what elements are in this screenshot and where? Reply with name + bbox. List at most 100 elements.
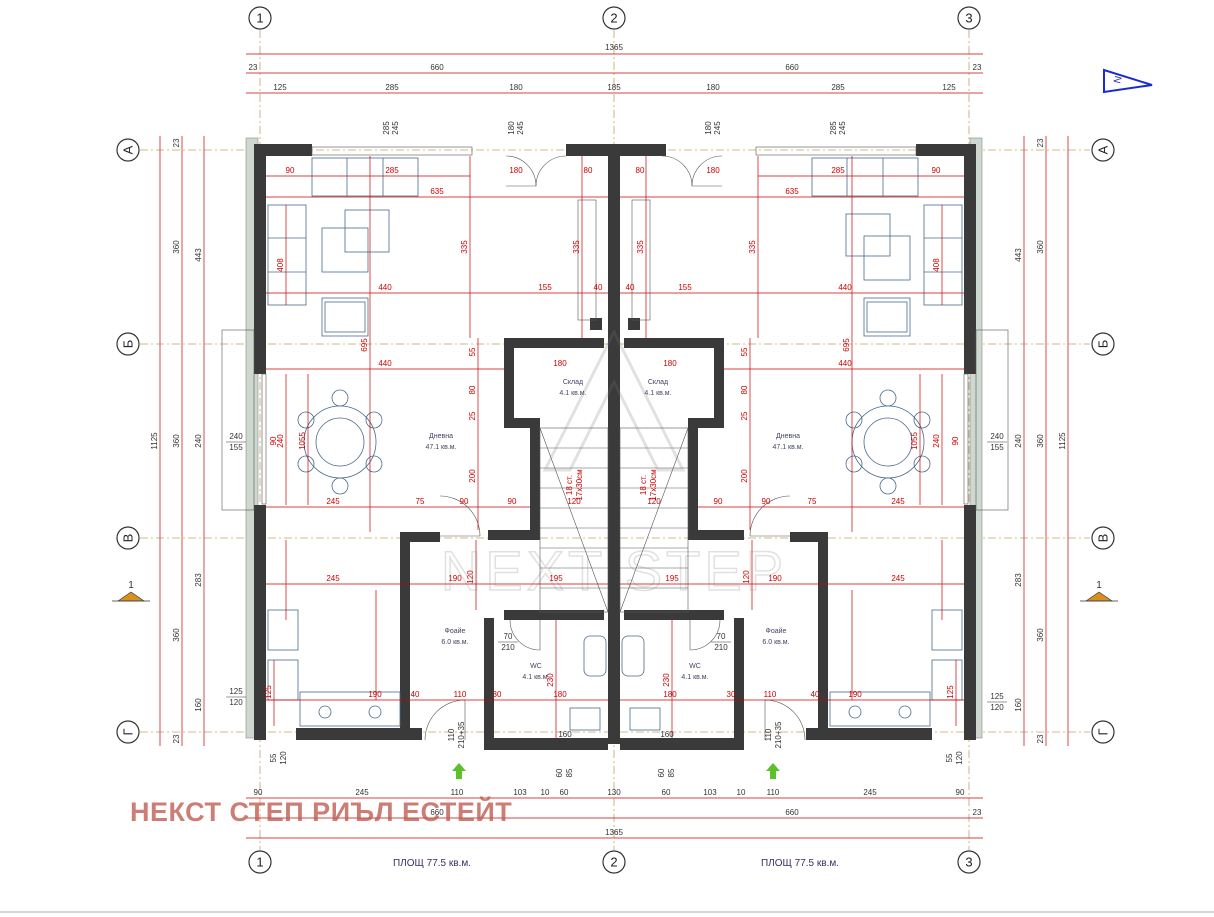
svg-text:110: 110 xyxy=(451,788,464,797)
svg-text:90: 90 xyxy=(460,497,469,506)
svg-text:190: 190 xyxy=(768,574,782,583)
svg-text:2: 2 xyxy=(610,855,617,870)
svg-text:160: 160 xyxy=(194,698,203,712)
svg-text:23: 23 xyxy=(1036,138,1045,147)
svg-text:85: 85 xyxy=(667,768,676,777)
svg-text:90: 90 xyxy=(286,166,295,175)
room-label-living-left: Дневна 47.1 кв.м. xyxy=(425,433,456,451)
svg-text:240: 240 xyxy=(229,432,243,441)
axis-bubble-col-2-top: 2 xyxy=(602,6,626,30)
svg-text:30: 30 xyxy=(493,690,502,699)
svg-text:Фоайе: Фоайе xyxy=(445,627,466,635)
svg-text:103: 103 xyxy=(703,788,717,797)
svg-text:N: N xyxy=(1112,75,1124,85)
svg-text:30: 30 xyxy=(727,690,736,699)
svg-text:120: 120 xyxy=(279,751,288,765)
svg-text:55: 55 xyxy=(468,347,477,356)
svg-text:335: 335 xyxy=(572,240,581,254)
svg-text:443: 443 xyxy=(194,248,203,262)
svg-text:335: 335 xyxy=(460,240,469,254)
svg-text:Склад: Склад xyxy=(563,379,583,386)
svg-text:160: 160 xyxy=(558,730,572,739)
svg-text:120: 120 xyxy=(990,703,1004,712)
svg-text:В: В xyxy=(1096,534,1111,543)
svg-text:23: 23 xyxy=(172,138,181,147)
entrance-arrow-right-icon xyxy=(766,763,780,779)
svg-text:23: 23 xyxy=(1036,734,1045,743)
svg-text:47.1 кв.м.: 47.1 кв.м. xyxy=(772,444,803,451)
svg-text:180: 180 xyxy=(509,83,523,92)
svg-text:440: 440 xyxy=(378,283,392,292)
svg-text:180: 180 xyxy=(507,121,516,135)
svg-text:155: 155 xyxy=(538,283,552,292)
svg-text:40: 40 xyxy=(811,690,820,699)
room-label-wc-left: WC 4.1 кв.м. xyxy=(522,663,549,681)
svg-text:3: 3 xyxy=(965,855,972,870)
svg-text:90: 90 xyxy=(956,788,965,797)
svg-text:NEXT STEP: NEXT STEP xyxy=(441,539,787,602)
svg-text:120: 120 xyxy=(742,570,751,584)
svg-text:1: 1 xyxy=(128,580,134,591)
svg-text:285: 285 xyxy=(831,83,845,92)
svg-text:80: 80 xyxy=(584,166,593,175)
svg-text:408: 408 xyxy=(932,258,941,272)
svg-text:1: 1 xyxy=(256,855,263,870)
axis-bubble-row-b-left: Б xyxy=(116,332,140,356)
svg-text:2: 2 xyxy=(610,11,617,26)
svg-text:245: 245 xyxy=(355,788,369,797)
svg-text:285: 285 xyxy=(385,166,399,175)
svg-text:245: 245 xyxy=(713,121,722,135)
svg-text:40: 40 xyxy=(626,283,635,292)
svg-text:1365: 1365 xyxy=(605,43,623,52)
svg-text:120: 120 xyxy=(955,751,964,765)
svg-text:60: 60 xyxy=(560,788,569,797)
svg-text:55: 55 xyxy=(945,753,954,762)
svg-text:440: 440 xyxy=(838,359,852,368)
svg-text:443: 443 xyxy=(1014,248,1023,262)
svg-text:210: 210 xyxy=(714,643,728,652)
axis-bubble-row-g-left: Г xyxy=(116,720,140,744)
axis-bubble-col-3-top: 3 xyxy=(957,6,981,30)
svg-text:660: 660 xyxy=(785,63,799,72)
walls xyxy=(245,137,983,750)
window-frames xyxy=(221,146,1009,511)
svg-text:WC: WC xyxy=(530,663,542,670)
svg-text:6.0 кв.м.: 6.0 кв.м. xyxy=(441,639,468,646)
area-label-left: ПЛОЩ 77.5 кв.м. xyxy=(393,858,471,869)
north-arrow-icon: N xyxy=(1103,68,1153,94)
area-label-right: ПЛОЩ 77.5 кв.м. xyxy=(761,858,839,869)
svg-text:23: 23 xyxy=(973,63,982,72)
svg-text:3: 3 xyxy=(965,11,972,26)
entrance-arrow-left-icon xyxy=(452,763,466,779)
svg-text:245: 245 xyxy=(838,121,847,135)
dimension-left: 1125 23 360 360 360 23 443 240 283 160 xyxy=(150,136,205,746)
svg-text:80: 80 xyxy=(636,166,645,175)
dimension-top: 1365 23 660 660 23 125 285 180 185 180 2… xyxy=(246,43,983,94)
svg-text:25: 25 xyxy=(740,411,749,420)
svg-text:Фоайе: Фоайе xyxy=(766,627,787,635)
wc-fixtures xyxy=(569,635,661,731)
axis-bubble-col-1-top: 1 xyxy=(248,6,272,30)
svg-text:245: 245 xyxy=(863,788,877,797)
axis-bubble-row-g-right: Г xyxy=(1091,720,1115,744)
svg-text:440: 440 xyxy=(838,283,852,292)
svg-text:185: 185 xyxy=(607,83,621,92)
svg-text:240: 240 xyxy=(932,434,941,448)
opening-labels: 285 245 180 245 180 245 285 245 240 155 … xyxy=(226,121,1007,777)
svg-text:635: 635 xyxy=(430,187,444,196)
svg-text:635: 635 xyxy=(785,187,799,196)
svg-text:335: 335 xyxy=(636,240,645,254)
room-label-storage-right: Склад 4.1 кв.м. xyxy=(644,379,671,397)
section-marker-left-icon: 1 xyxy=(112,580,150,602)
svg-text:47.1 кв.м.: 47.1 кв.м. xyxy=(425,444,456,451)
svg-text:23: 23 xyxy=(973,808,982,817)
svg-text:180: 180 xyxy=(706,83,720,92)
svg-text:110: 110 xyxy=(764,690,777,699)
svg-text:245: 245 xyxy=(391,121,400,135)
svg-text:70: 70 xyxy=(504,632,513,641)
svg-text:125: 125 xyxy=(273,83,287,92)
svg-text:210+35: 210+35 xyxy=(774,721,783,748)
svg-text:240: 240 xyxy=(990,432,1004,441)
svg-text:75: 75 xyxy=(808,497,817,506)
axis-bubble-row-a-left: А xyxy=(116,138,140,162)
